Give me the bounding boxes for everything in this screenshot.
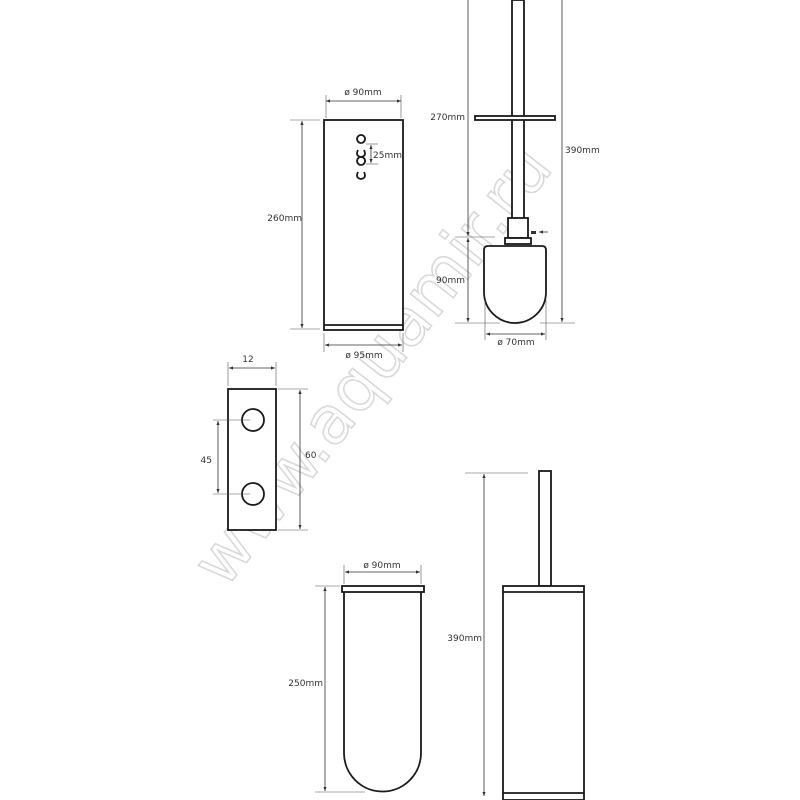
- assembly-handle: [538, 470, 552, 587]
- brush-marker: [531, 231, 536, 234]
- brush-handle: [511, 0, 525, 221]
- assembly-view: 390mm: [447, 470, 585, 800]
- brush-plate-height-label: 270mm: [430, 113, 465, 123]
- cup-body: [343, 592, 422, 793]
- assembly-height-label: 390mm: [447, 634, 482, 644]
- brush-connector: [507, 217, 529, 239]
- keyhole-icon: [356, 134, 366, 180]
- bracket-width-label: 12: [242, 355, 253, 365]
- holder-top-diameter-label: ø 90mm: [344, 88, 381, 98]
- bracket-view: 12 45 60: [201, 355, 317, 531]
- cup-rim: [341, 585, 425, 593]
- holder-height-label: 260mm: [267, 214, 302, 224]
- holder-view: ø 90mm 260mm 25mm ø 95mm: [267, 88, 404, 361]
- brush-plate: [474, 115, 556, 121]
- brush-head: [483, 245, 547, 324]
- cup-view: ø 90mm 250mm: [288, 561, 425, 793]
- holder-hole-spacing-label: 25mm: [373, 151, 402, 161]
- assembly-body: [502, 585, 585, 800]
- bracket-height-label: 60: [305, 451, 317, 461]
- brush-view: 270mm 90mm 390mm ø 70mm: [430, 0, 600, 348]
- brush-head-height-label: 90mm: [436, 276, 465, 286]
- brush-total-height-label: 390mm: [565, 146, 600, 156]
- holder-bottom-diameter-label: ø 95mm: [345, 351, 382, 361]
- brush-head-diameter-label: ø 70mm: [497, 338, 534, 348]
- cup-diameter-label: ø 90mm: [363, 561, 400, 571]
- cup-height-label: 250mm: [288, 679, 323, 689]
- brush-ring: [504, 237, 532, 245]
- bracket-hole-spacing-label: 45: [201, 456, 212, 466]
